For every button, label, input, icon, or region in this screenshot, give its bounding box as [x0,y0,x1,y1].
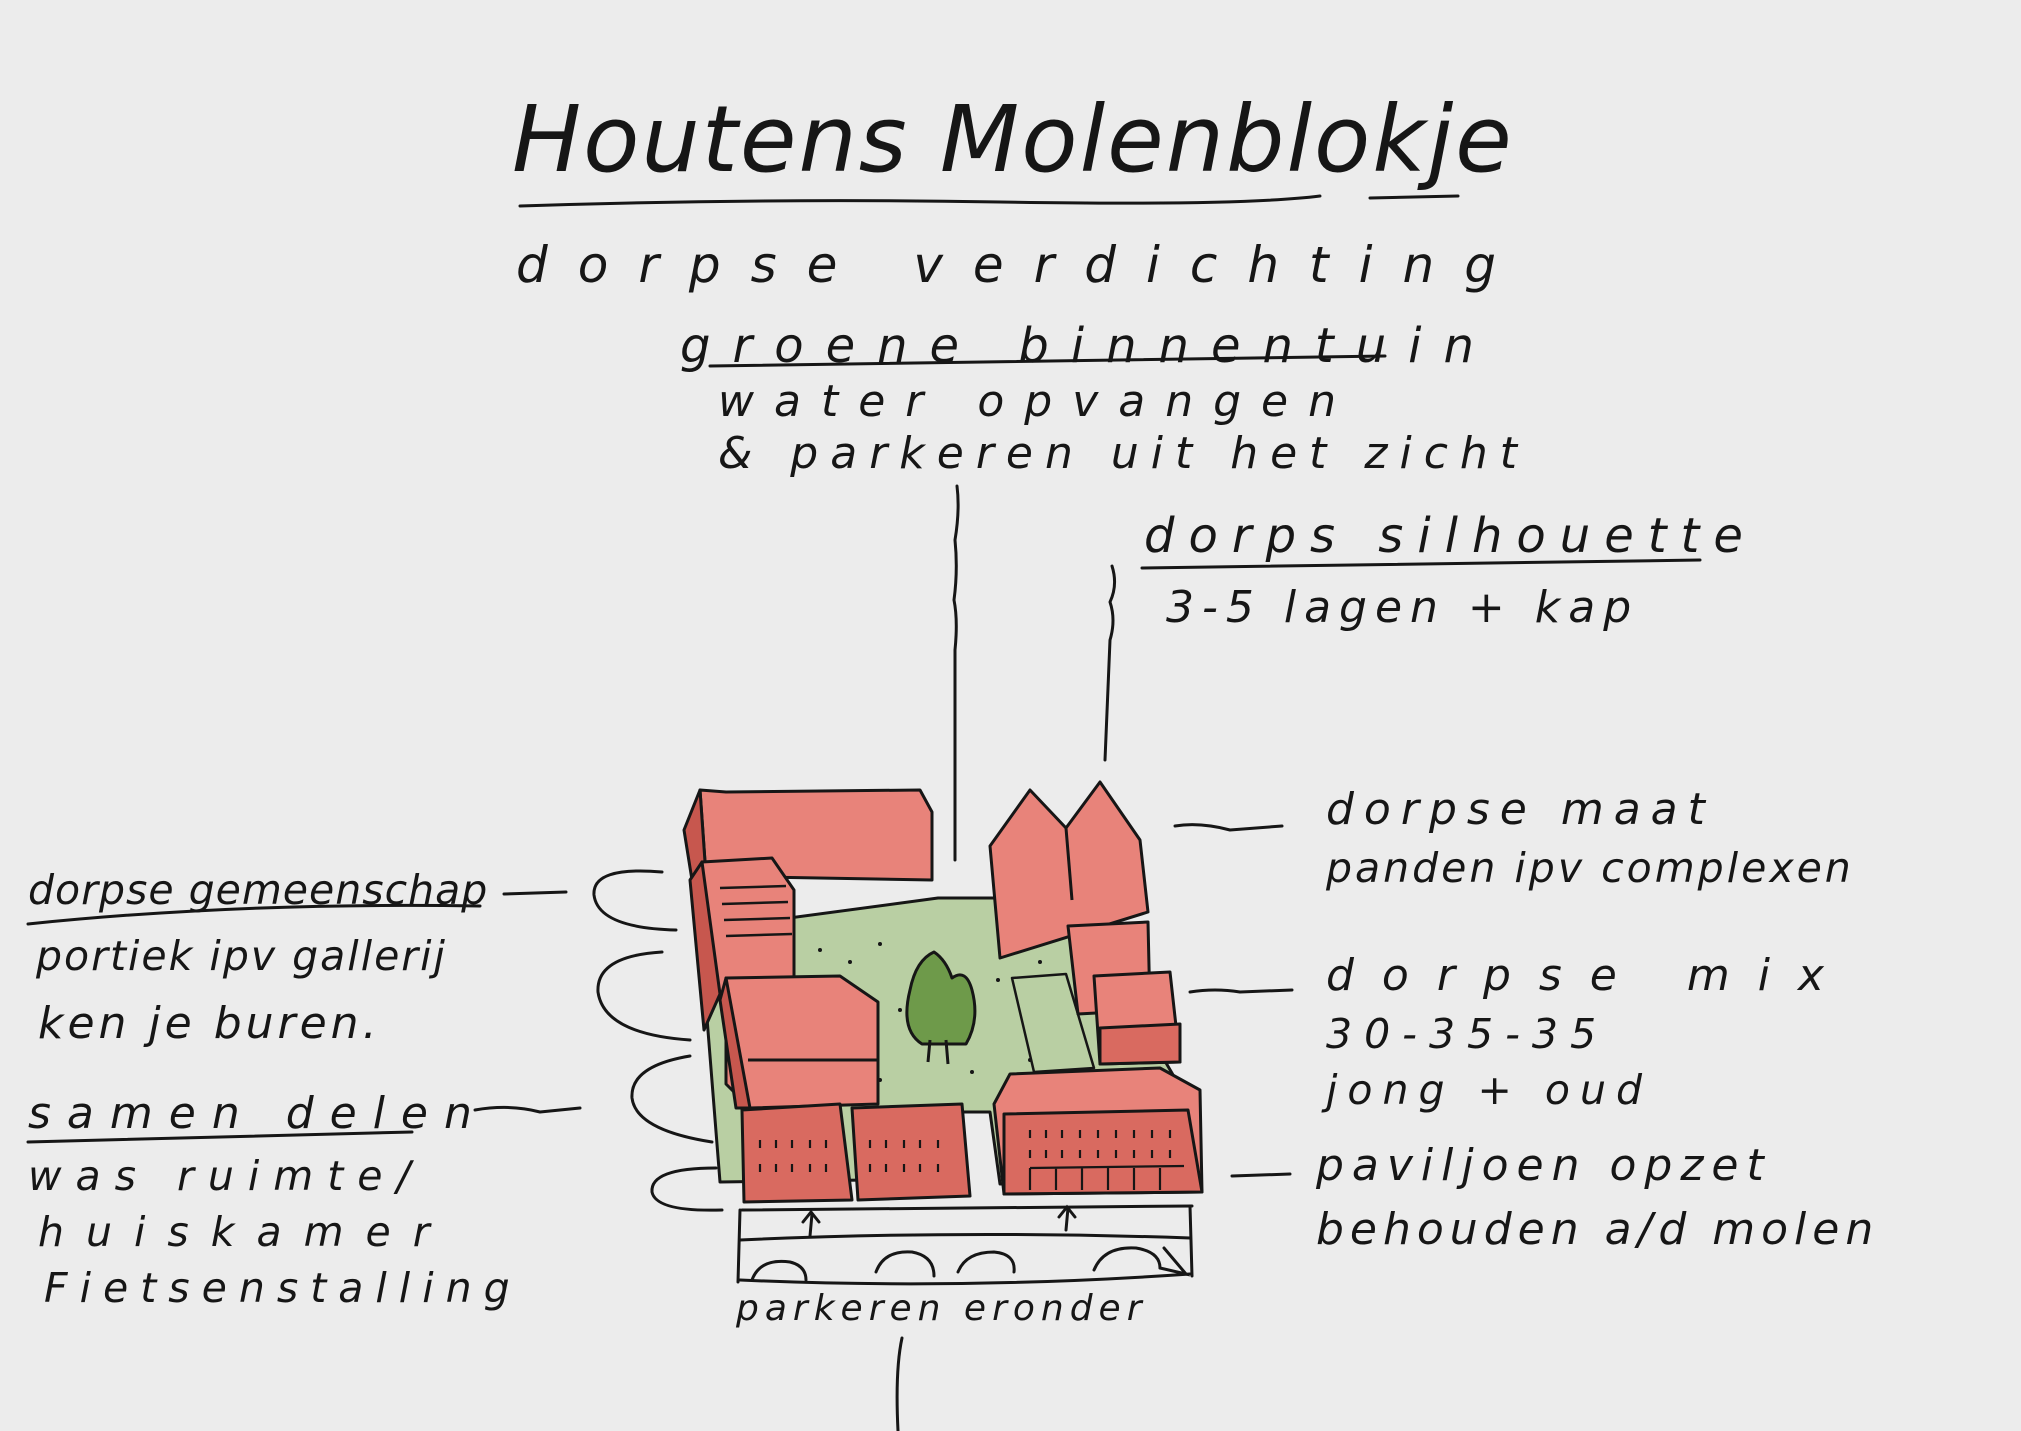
dorps-silhouette-line1: 3-5 lagen + kap [1166,582,1640,633]
samen-delen-line1: was ruimte/ [28,1152,425,1200]
bubble-3 [630,1054,714,1144]
leader-binnentuin [952,484,960,862]
samen-underline [26,1130,414,1144]
groene-underline [708,354,1387,368]
dorpse-gemeenschap-heading: dorpse gemeenschap [28,866,489,914]
dorpse-gemeenschap-line2: ken je buren. [38,998,381,1049]
car-icon [874,1250,936,1278]
leader-parking [895,1336,904,1431]
samen-delen-line3: Fietsenstalling [44,1264,522,1312]
title-underline [518,194,1460,208]
dorps-silhouette-heading: dorps silhouette [1144,508,1757,564]
samen-delen-heading: samen delen [28,1088,488,1139]
bubble-4 [650,1166,724,1212]
leader-samen [473,1105,582,1114]
car-icon [750,1259,808,1282]
car-icon [956,1250,1016,1274]
dorpse-mix-line1: dorpse mix [1326,950,1852,1001]
bubble-1 [592,869,678,932]
leader-gemeenschap [502,890,568,896]
building-block [682,780,1204,1204]
samen-delen-line2: huiskamer [38,1208,452,1256]
dorpse-mix-line3: jong + oud [1326,1066,1653,1114]
paviljoen-line1: paviljoen opzet [1316,1140,1772,1191]
page-subtitle: dorpse verdichting [516,236,1526,294]
parking-label: parkeren eronder [736,1288,1148,1329]
parking-level [736,1204,1194,1286]
paviljoen-line2: behouden a/d molen [1316,1204,1880,1255]
dorpse-maat-line1: dorpse maat [1326,784,1715,835]
leader-maat [1173,823,1284,832]
leader-mix [1188,988,1294,994]
silhouette-underline [1140,558,1702,570]
leader-paviljoen [1230,1172,1292,1178]
groene-binnentuin-line1: water opvangen [718,376,1356,427]
page-title: Houtens Molenblokje [512,86,1514,193]
dorpse-maat-line2: panden ipv complexen [1326,844,1854,892]
groene-binnentuin-line2: & parkeren uit het zicht [718,428,1530,479]
leader-silhouette [1103,564,1117,762]
dorpse-gemeenschap-line1: portiek ipv gallerij [36,932,447,980]
gemeenschap-underline [26,903,482,926]
dorpse-mix-line2: 30-35-35 [1326,1010,1609,1058]
bubble-2 [596,950,692,1042]
car-icon [1092,1246,1162,1272]
groene-binnentuin-heading: groene binnentuin [680,318,1496,374]
tree-icon [905,950,977,1046]
